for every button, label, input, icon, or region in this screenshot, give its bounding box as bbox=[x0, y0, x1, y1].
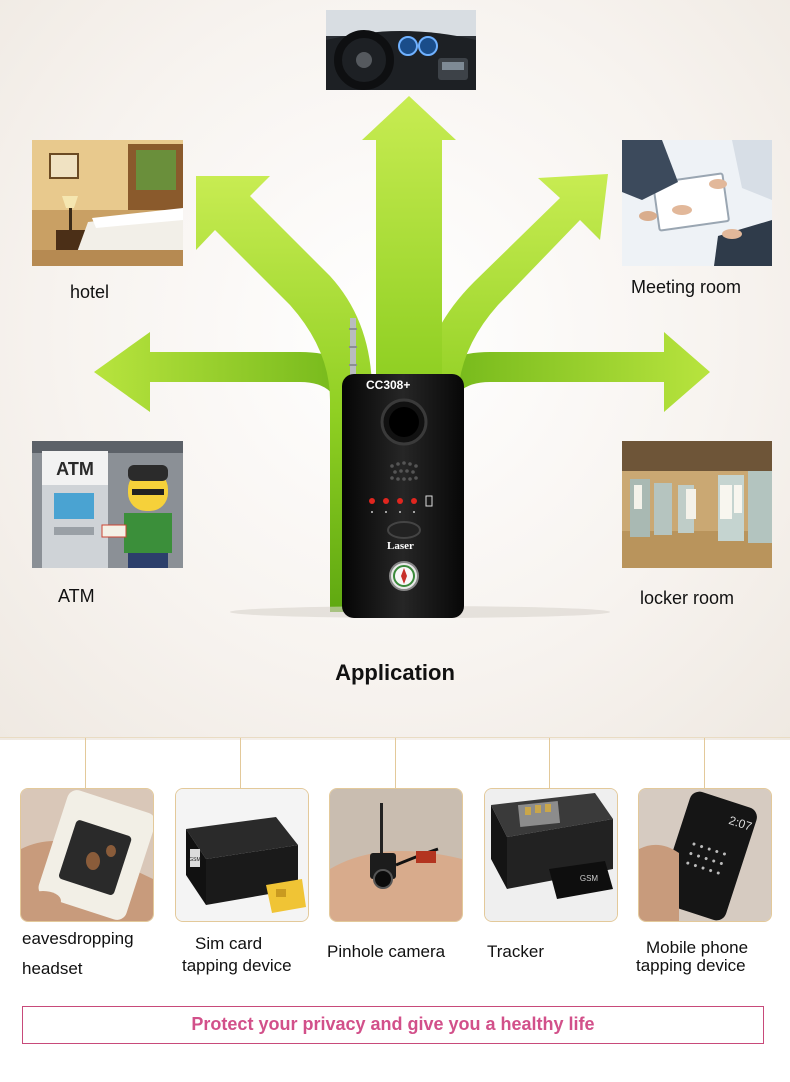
eavesdropping-headset-photo bbox=[20, 788, 154, 922]
mobile-phone-label-line2: tapping device bbox=[636, 956, 746, 975]
privacy-slogan-banner: Protect your privacy and give you a heal… bbox=[22, 1006, 764, 1044]
pinhole-camera-photo bbox=[329, 788, 463, 922]
gsm-tag: GSM bbox=[580, 874, 599, 883]
device-model-label: CC308+ bbox=[366, 378, 411, 392]
car-interior-photo bbox=[326, 10, 476, 90]
eavesdropping-headset-label-line1: eavesdropping bbox=[22, 929, 134, 948]
connector-line bbox=[240, 738, 241, 788]
sim-card-label-line2: tapping device bbox=[182, 956, 292, 975]
meeting-room-label: Meeting room bbox=[631, 277, 742, 297]
gsm-tag: GSM bbox=[189, 857, 200, 863]
pinhole-camera-label: Pinhole camera bbox=[327, 942, 446, 961]
locker-room-label: locker room bbox=[640, 588, 735, 608]
atm-label: ATM bbox=[58, 586, 95, 606]
cc308-detector-device bbox=[342, 318, 464, 618]
connector-line bbox=[85, 738, 86, 788]
application-scene: hotel Meeting room ATM bbox=[0, 0, 790, 740]
hotel-label: hotel bbox=[70, 282, 110, 302]
atm-photo: ATM bbox=[32, 441, 183, 568]
application-heading: Application bbox=[335, 660, 455, 685]
divider-line bbox=[0, 737, 790, 738]
mobile-phone-tapping-device-photo: 2:07 bbox=[638, 788, 772, 922]
connector-line bbox=[395, 738, 396, 788]
sim-card-label-line1: Sim card bbox=[195, 934, 263, 953]
eavesdropping-headset-label-line2: headset bbox=[22, 959, 83, 978]
hotel-room-photo bbox=[32, 140, 183, 266]
atm-sign: ATM bbox=[56, 459, 94, 479]
sim-card-tapping-device-photo: GSM bbox=[175, 788, 309, 922]
device-mode-label: Laser bbox=[387, 540, 414, 552]
connector-line bbox=[549, 738, 550, 788]
locker-room-photo bbox=[622, 441, 772, 568]
mobile-phone-label-line1: Mobile phone bbox=[646, 938, 749, 957]
tracker-label: Tracker bbox=[487, 942, 544, 961]
phone-clock: 2:07 bbox=[727, 813, 754, 834]
meeting-room-photo bbox=[622, 140, 772, 266]
tracker-photo: GSM bbox=[484, 788, 618, 922]
connector-line bbox=[704, 738, 705, 788]
